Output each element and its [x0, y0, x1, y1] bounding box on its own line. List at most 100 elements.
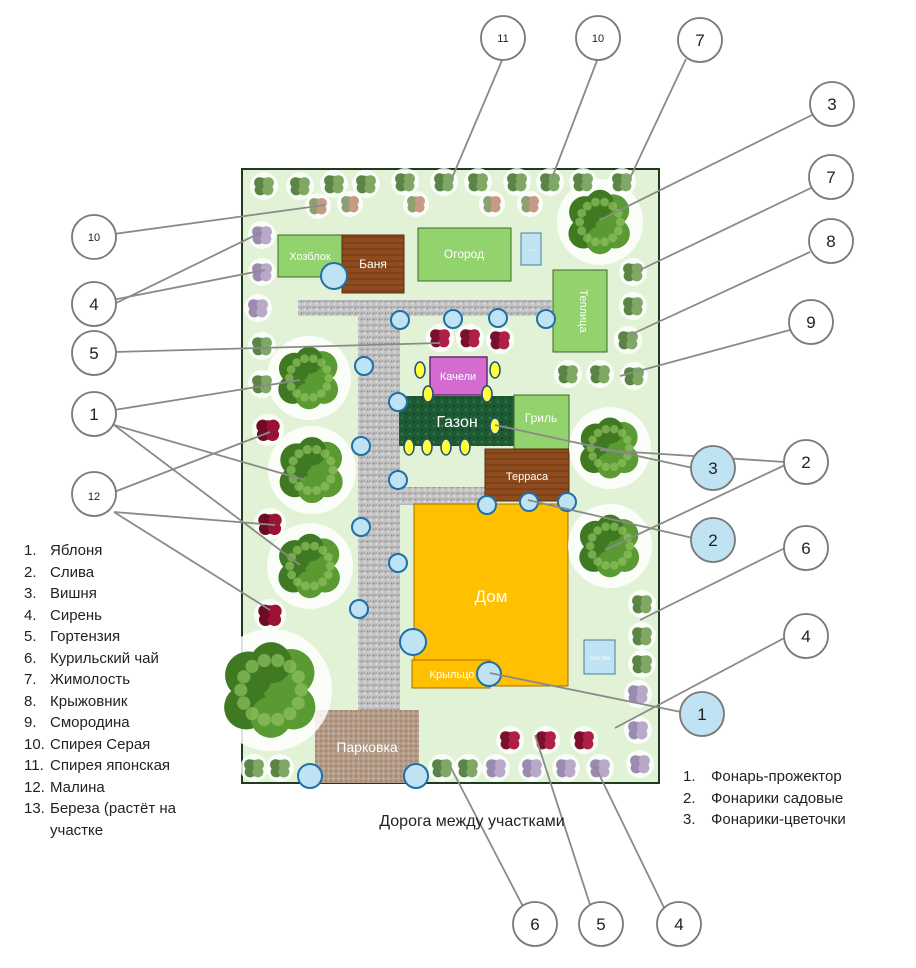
cherry-tree [569, 407, 651, 489]
callout-c1-light: 1 [679, 691, 725, 737]
plant-legend-text: Береза (растёт на [50, 800, 176, 817]
grey-spirea-shrub [337, 191, 363, 217]
callout-c12: 12 [71, 471, 117, 517]
garden-lamp [388, 470, 408, 490]
currant-shrub [620, 362, 648, 390]
plant-legend-text: Курильский чай [50, 649, 159, 667]
callout-circle [71, 471, 117, 517]
callout-number: 6 [801, 539, 810, 558]
callout-c5-left: 5 [71, 330, 117, 376]
spotlight-lamp [403, 763, 429, 789]
callout-c10-top: 10 [575, 15, 621, 61]
spotlight-lamp [297, 763, 323, 789]
japanese-spirea-shrub [464, 168, 492, 196]
plant-legend-number: 8. [24, 692, 37, 710]
callout-number: 3 [827, 95, 836, 114]
callout-circle [783, 525, 829, 571]
honeysuckle-shrub [619, 292, 647, 320]
plant-legend-text: Жимолость [50, 671, 131, 688]
currant-shrub [586, 360, 614, 388]
japanese-spirea-shrub [320, 170, 348, 198]
currant-shrub [554, 360, 582, 388]
callout-number: 1 [697, 705, 706, 724]
callout-number: 7 [695, 31, 704, 50]
callout-c8: 8 [808, 218, 854, 264]
callout-circle [71, 330, 117, 376]
hydrangea-shrub [496, 726, 524, 754]
garden-lamp [557, 492, 577, 512]
lilac-shrub [248, 221, 276, 249]
japanese-spirea-shrub [352, 170, 380, 198]
plant-legend-number: 3. [24, 585, 37, 602]
japanese-spirea-shrub [503, 168, 531, 196]
callout-circle [71, 281, 117, 327]
flower-lamp [481, 385, 493, 403]
plant-legend-number: 1. [24, 542, 37, 559]
plant-legend-number: 4. [24, 606, 37, 624]
garden-lamp [351, 436, 371, 456]
light-legend-number: 1. [683, 768, 696, 785]
callout-c2-light: 2 [690, 517, 736, 563]
plant-legend-text: Крыжовник [50, 692, 128, 710]
callout-circle [788, 299, 834, 345]
callout-circle [578, 901, 624, 947]
callout-number: 11 [497, 33, 508, 45]
shrub [248, 332, 276, 360]
apple-tree [268, 426, 356, 514]
kacheli-swing [429, 356, 488, 396]
kuril-tea-shrub [428, 754, 456, 782]
flower-lamp [421, 438, 433, 456]
callout-c3-light: 3 [690, 445, 736, 491]
parkovka-area [315, 710, 419, 783]
spotlight-lamp [476, 661, 502, 687]
kryltso-label: Крыльцо [430, 669, 475, 681]
callout-c7-right: 7 [808, 154, 854, 200]
plant-legend-text: Спирея Серая [50, 735, 151, 753]
kuril-tea-shrub [628, 590, 656, 618]
callout-number: 4 [801, 627, 810, 646]
apple-tree [267, 336, 351, 420]
grey-spirea-shrub [517, 191, 543, 217]
callout-c4-left: 4 [71, 281, 117, 327]
callout-c6-bottom: 6 [512, 901, 558, 947]
shrub [240, 754, 268, 782]
callout-circle [808, 218, 854, 264]
storage-box [520, 232, 542, 266]
lilac-shrub [244, 294, 272, 322]
plant-legend-item: 2.Слива [24, 562, 224, 584]
kuril-tea-shrub [628, 622, 656, 650]
shrub [266, 754, 294, 782]
callout-circle [808, 154, 854, 200]
callout-circle [677, 17, 723, 63]
light-legend-item: 2.Фонарики садовые [683, 788, 903, 810]
callout-circle [690, 517, 736, 563]
callout-c7-top: 7 [677, 17, 723, 63]
birch-tree [210, 629, 332, 751]
japanese-spirea-shrub [391, 168, 419, 196]
plant-legend-item: 12.Малина [24, 777, 224, 799]
plant-legend-item: 10.Спирея Серая [24, 734, 224, 756]
leader-lines [111, 57, 813, 921]
storage-box-label: ~~ [528, 248, 534, 254]
garden-lamp [354, 356, 374, 376]
plant-legend-item: 6.Курильский чай [24, 648, 224, 670]
hydrangea-shrub [426, 324, 454, 352]
callout-number: 6 [530, 915, 539, 934]
septik-label: сеп тик [590, 656, 610, 662]
gril-label: Гриль [525, 411, 557, 425]
callout-number: 10 [592, 33, 604, 45]
plant-legend-item: 13.Береза (растёт на [24, 798, 224, 820]
plant-legend-text: Спирея японская [50, 757, 171, 774]
ogorod-bed [417, 227, 512, 282]
septik-box [583, 639, 616, 675]
garden-lamp [390, 310, 410, 330]
plant-legend-text: участке [50, 821, 104, 839]
plant-legend-item: 5.Гортензия [24, 626, 224, 648]
plant-legend-text: Вишня [50, 585, 97, 602]
road-label: Дорога между участками [379, 813, 565, 830]
callout-c3-top: 3 [809, 81, 855, 127]
japanese-spirea-shrub [250, 172, 278, 200]
plant-legend-text: Яблоня [50, 542, 103, 559]
light-legend-text: Фонарики-цветочки [711, 811, 846, 828]
garden-lamp [477, 495, 497, 515]
